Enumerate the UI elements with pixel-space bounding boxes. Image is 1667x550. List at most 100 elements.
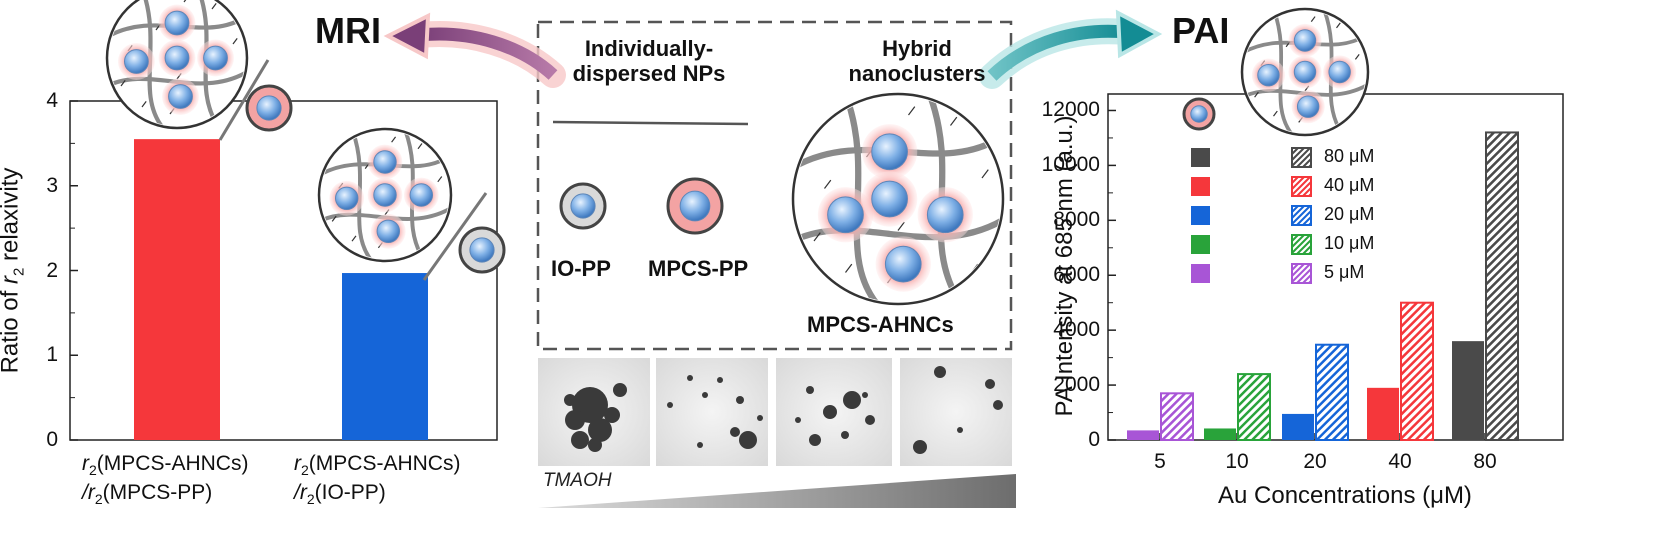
tem-particle xyxy=(823,405,837,419)
io-pp-particle-small xyxy=(458,226,506,274)
left-y-tick-label: 1 xyxy=(46,343,58,367)
cluster-top-right-core xyxy=(1291,90,1325,124)
mpcs-ahncs-label: MPCS-AHNCs xyxy=(807,312,954,337)
tem-particle xyxy=(687,375,693,381)
title-left-line2: dispersed NPs xyxy=(572,61,726,87)
divider-line xyxy=(552,120,749,126)
right-y-tick-label: 0 xyxy=(1088,428,1100,451)
left-y-tick-label: 0 xyxy=(46,428,58,451)
pa-bar-hatch-20 xyxy=(1316,344,1348,441)
title-right-line2: nanoclusters xyxy=(848,61,986,87)
mpcs-ahncs-cluster-core xyxy=(861,171,918,227)
left-y-tick-label: 4 xyxy=(46,89,58,112)
tem-particle xyxy=(806,386,814,394)
legend-entry-label: 10 μM xyxy=(1324,233,1375,253)
tem-particle xyxy=(588,418,612,442)
right-x-tick-label: 5 xyxy=(1154,450,1166,473)
pa-bar-hatch-5 xyxy=(1161,393,1193,441)
tmaoh-gradient-wedge xyxy=(538,474,1016,508)
cluster-mid-left-core xyxy=(370,213,406,249)
tmaoh-label: TMAOH xyxy=(543,470,612,491)
pa-intensity-chart xyxy=(1107,93,1564,442)
left-x-category-2: r2(MPCS-AHNCs) /r2(IO-PP) xyxy=(294,452,461,508)
cluster-top-right-core xyxy=(1288,23,1322,58)
right-x-tick-label: 40 xyxy=(1388,450,1412,473)
pa-bar-solid-20 xyxy=(1282,413,1314,440)
tem-particle xyxy=(588,438,602,452)
mpcs-pp-label: MPCS-PP xyxy=(648,256,749,281)
relaxivity-ratio-chart xyxy=(69,59,498,441)
legend-solid-swatch xyxy=(1191,148,1210,167)
cluster-mid-left-core xyxy=(367,177,403,213)
right-x-axis-title: Au Concentrations (μM) xyxy=(1218,482,1472,509)
legend-entry-label: 20 μM xyxy=(1324,204,1375,224)
hybrid-nanoclusters-title: Hybrid nanoclusters xyxy=(842,36,992,87)
tem-image-2 xyxy=(656,358,768,466)
legend-entry-label: 80 μM xyxy=(1324,146,1375,166)
cluster-top-left-core xyxy=(162,78,199,115)
cluster-top-left-core xyxy=(197,39,234,77)
right-y-tick-label: 8000 xyxy=(1053,208,1100,232)
tem-particle xyxy=(564,394,576,406)
pa-bar-solid-10 xyxy=(1204,428,1236,440)
tem-particle xyxy=(757,415,763,421)
tem-particle xyxy=(717,377,723,383)
tem-particle xyxy=(697,442,703,448)
pai-label: PAI xyxy=(1172,10,1230,51)
tem-particle xyxy=(736,396,744,404)
legend-entry-label: 5 μM xyxy=(1324,262,1365,282)
callout-line-blue xyxy=(422,192,488,281)
pa-bar-hatch-40 xyxy=(1401,302,1433,441)
pa-bar-hatched-5 xyxy=(1160,392,1194,442)
legend-solid-swatch xyxy=(1191,235,1210,254)
pa-bar-hatch-10 xyxy=(1238,374,1270,441)
tem-particle xyxy=(993,400,1003,410)
legend-solid-swatch xyxy=(1191,177,1210,196)
cluster-top-right-core xyxy=(1323,55,1357,89)
mpcs-pp-particle-small xyxy=(245,84,293,132)
io-pp-label: IO-PP xyxy=(551,256,611,281)
tem-particle xyxy=(957,427,963,433)
tem-particle xyxy=(865,415,875,425)
pa-bar-solid-5 xyxy=(1127,430,1159,440)
tem-particle xyxy=(985,379,995,389)
tem-particle xyxy=(702,392,708,398)
title-left-line1: Individually- xyxy=(584,36,714,61)
right-y-tick-label: 2000 xyxy=(1053,373,1100,397)
tem-images xyxy=(538,358,1012,466)
mpcs-ahncs-cluster-core xyxy=(861,124,918,180)
right-y-tick-label: 12000 xyxy=(1041,98,1100,122)
pa-bar-solid-40 xyxy=(1367,387,1399,440)
tem-particle xyxy=(739,431,757,449)
right-y-tick-label: 10000 xyxy=(1041,153,1100,177)
left-bar-1 xyxy=(134,139,220,440)
pa-bar-hatched-40 xyxy=(1400,301,1434,442)
legend-entry-label: 40 μM xyxy=(1324,175,1375,195)
cluster-top-left-core xyxy=(117,43,155,80)
right-x-tick-label: 80 xyxy=(1473,450,1497,473)
right-y-tick-label: 6000 xyxy=(1053,263,1100,287)
cluster-top-left-core xyxy=(158,4,196,42)
tem-particle xyxy=(862,392,868,398)
individually-dispersed-title: Individually- dispersed NPs xyxy=(554,36,744,87)
tem-particle xyxy=(913,440,927,454)
tem-particle xyxy=(613,383,627,397)
right-y-tick-label: 4000 xyxy=(1053,318,1100,342)
pai-arrow xyxy=(979,9,1163,89)
cluster-top-left-core xyxy=(158,39,196,77)
mri-arrow xyxy=(383,12,566,88)
tem-particle xyxy=(667,402,673,408)
mpcs-ahncs-cluster-core xyxy=(875,236,931,292)
mpcs-pp-particle-legend xyxy=(1182,97,1216,131)
tem-particle xyxy=(843,391,861,409)
cluster-top-right-core xyxy=(1288,55,1322,89)
title-right-line1: Hybrid xyxy=(882,36,952,61)
pa-bar-hatched-10 xyxy=(1237,373,1271,442)
legend-solid-swatch xyxy=(1191,206,1210,225)
legend-solid-swatch xyxy=(1191,264,1210,283)
left-y-tick-label: 3 xyxy=(46,173,58,197)
cluster-top-right-core xyxy=(1251,58,1286,92)
pa-bar-hatched-80 xyxy=(1485,131,1519,441)
tem-particle xyxy=(809,434,821,446)
